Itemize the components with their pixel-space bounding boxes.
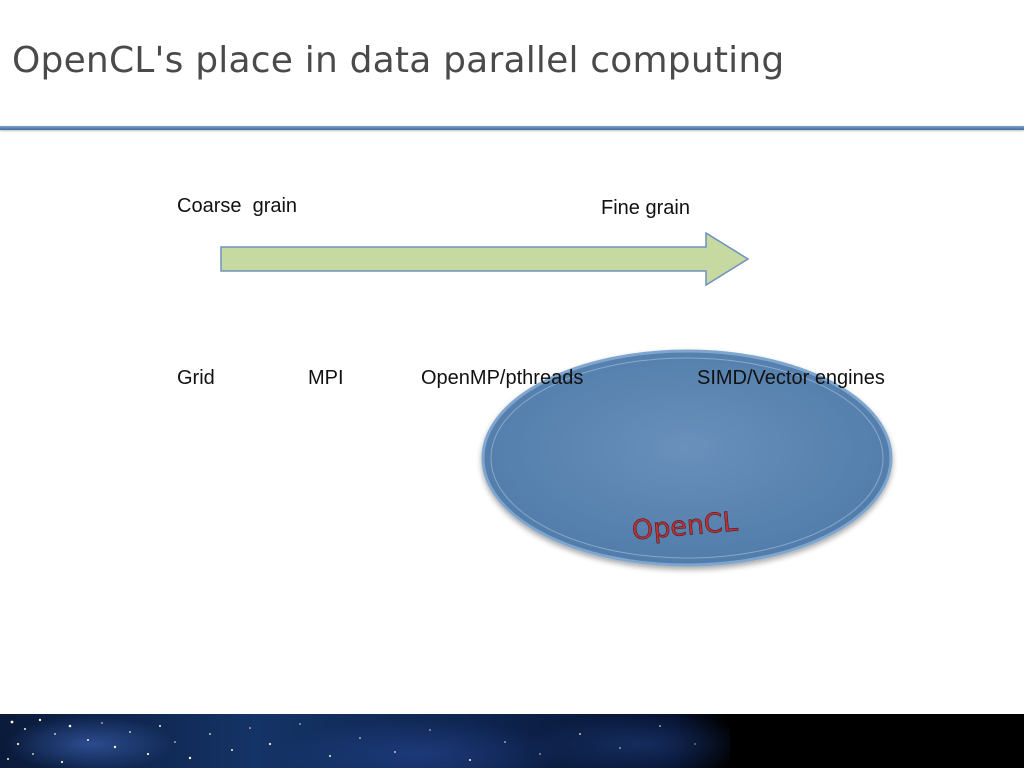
earth-night-lights [0,714,730,768]
footer-earth-image [0,714,1024,768]
category-openmp-pthreads: OpenMP/pthreads [421,367,584,389]
coarse-grain-label: Coarse grain [177,195,298,217]
category-grid: Grid [177,367,215,389]
opencl-label: OpenCL [631,506,739,546]
title-divider [0,126,1024,130]
page-title: OpenCL's place in data parallel computin… [12,40,785,81]
city-lights [7,718,696,764]
fine-grain-label: Fine grain [601,197,690,219]
category-mpi: MPI [308,367,344,389]
granularity-arrow [220,231,750,287]
category-simd-vector-engines: SIMD/Vector engines [697,367,885,389]
